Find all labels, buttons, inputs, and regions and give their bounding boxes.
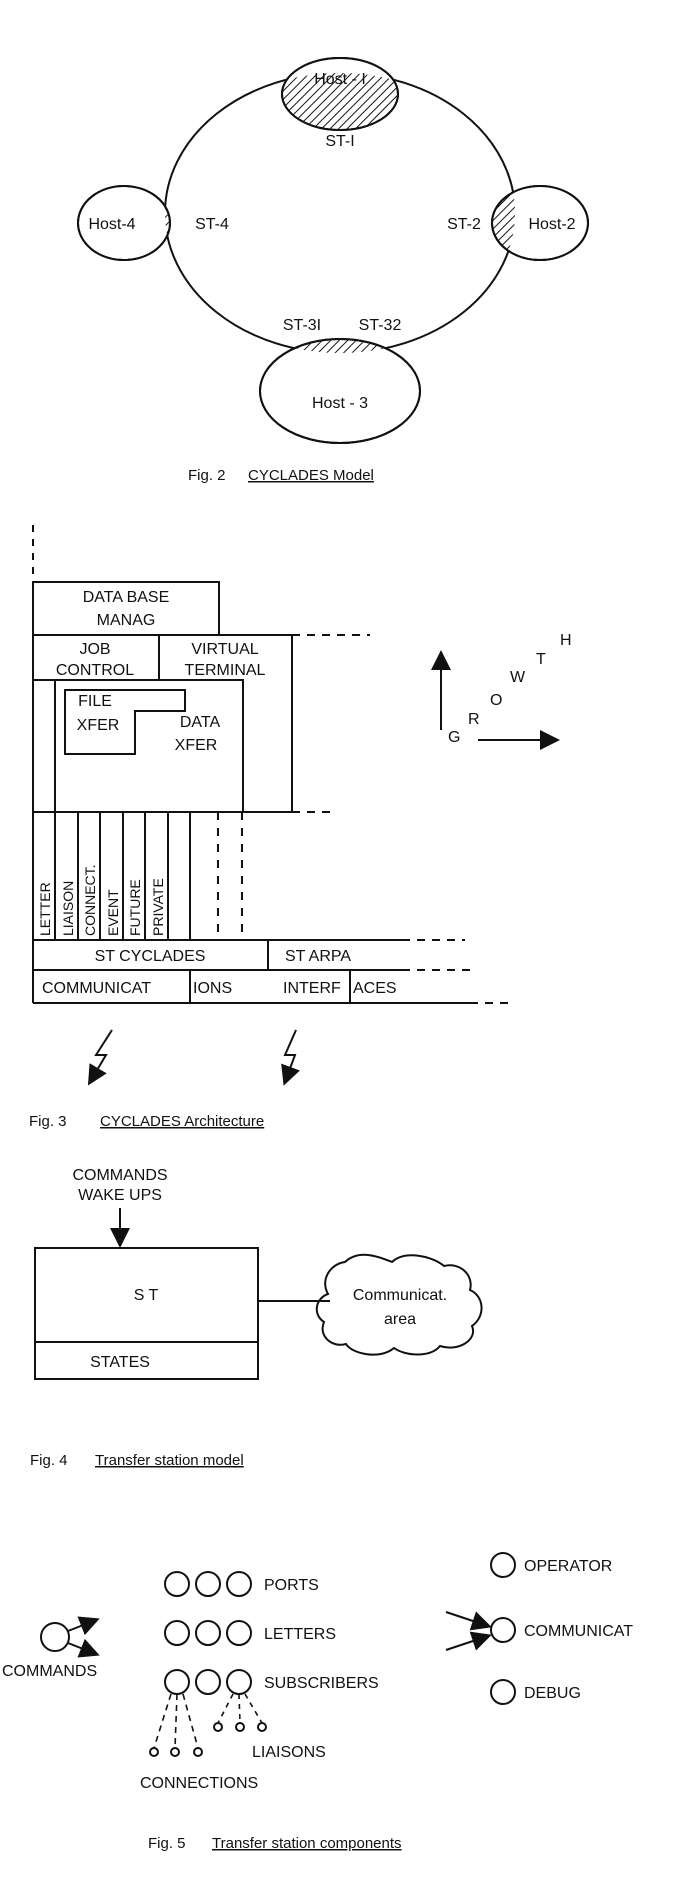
communication-area-line2: area [384,1311,416,1328]
liaison-circle [257,1722,267,1732]
port-circle [195,1571,221,1597]
subscriber-circle [195,1669,221,1695]
fig2-caption-title: CYCLADES Model [248,467,374,484]
connection-circle [149,1747,159,1757]
file-xfer-line1: FILE [78,693,112,710]
fig4-station-model: COMMANDS WAKE UPS S T STATES Communicat.… [30,1167,483,1469]
communicat-label: COMMUNICAT [524,1623,633,1640]
host-1-label: Host - I [314,71,366,88]
fig3-caption-title: CYCLADES Architecture [100,1113,264,1130]
growth-w: W [510,669,526,686]
vertical-future: FUTURE [127,879,143,936]
data-xfer-line2: XFER [175,737,218,754]
fig3-caption-num: Fig. 3 [29,1113,67,1130]
comm-label-d: ACES [353,980,397,997]
vertical-private: PRIVATE [150,878,166,936]
virtual-terminal-line1: VIRTUAL [191,641,258,658]
growth-g: G [448,729,460,746]
connection-circle [170,1747,180,1757]
st-box [34,1247,259,1380]
host-4-label: Host-4 [88,216,135,233]
liaison-circle [213,1722,223,1732]
job-control-line2: CONTROL [56,662,134,679]
comm-label-b: IONS [193,980,232,997]
fig5-caption-num: Fig. 5 [148,1835,186,1852]
host-3-label: Host - 3 [312,395,368,412]
fig4-wakeups: WAKE UPS [78,1187,162,1204]
fig5-station-components: PORTS LETTERS SUBSCRIBERS CONNECTIONS LI… [2,1552,633,1852]
communication-area-cloud [315,1253,483,1356]
communicat-circle [490,1617,516,1643]
vertical-liaison: LIAISON [60,881,76,936]
st-31-label: ST-3I [283,317,321,334]
host-1-hatch [282,73,398,130]
vertical-event: EVENT [105,889,121,936]
debug-circle [490,1679,516,1705]
data-base-line2: MANAG [97,612,156,629]
liaisons-label: LIAISONS [252,1744,326,1761]
letters-label: LETTERS [264,1626,336,1643]
connections-label: CONNECTIONS [140,1775,258,1792]
communication-area-line1: Communicat. [353,1287,447,1304]
data-base-line1: DATA BASE [83,589,170,606]
letter-circle [195,1620,221,1646]
operator-label: OPERATOR [524,1558,612,1575]
growth-t: T [536,651,546,668]
subscriber-circle [226,1669,252,1695]
operator-circle [490,1552,516,1578]
growth-r: R [468,711,480,728]
comm-label-a: COMMUNICAT [42,980,151,997]
vertical-connect: CONNECT. [82,864,98,936]
vertical-letter: LETTER [37,882,53,936]
lightning-left [87,1029,113,1086]
fig2-model: Host - I ST-I Host-4 ST-4 Host-2 ST-2 Ho… [77,57,589,484]
subscriber-circle [164,1669,190,1695]
file-xfer-line2: XFER [77,717,120,734]
host-2-label: Host-2 [528,216,575,233]
port-circle [164,1571,190,1597]
connection-circle [193,1747,203,1757]
debug-label: DEBUG [524,1685,581,1702]
subscribers-label: SUBSCRIBERS [264,1675,379,1692]
st-32-label: ST-32 [359,317,402,334]
fig4-commands: COMMANDS [72,1167,167,1184]
job-control-line1: JOB [79,641,110,658]
fig3-architecture: DATA BASE MANAG JOB CONTROL VIRTUAL TERM… [29,525,572,1130]
growth-o: O [490,692,502,709]
st-arpa-label: ST ARPA [285,948,351,965]
st-cyclades-label: ST CYCLADES [95,948,206,965]
lightning-right [281,1029,300,1086]
commands-circle [40,1622,70,1652]
states-label: STATES [90,1354,150,1371]
virtual-terminal-line2: TERMINAL [185,662,266,679]
fig4-caption-num: Fig. 4 [30,1452,68,1469]
st-2-label: ST-2 [447,216,481,233]
ports-label: PORTS [264,1577,319,1594]
letter-circle [164,1620,190,1646]
port-circle [226,1571,252,1597]
fig4-caption-title: Transfer station model [95,1452,244,1469]
st-1-label: ST-I [325,133,354,150]
fig5-commands-label: COMMANDS [2,1663,97,1680]
st-4-label: ST-4 [195,216,229,233]
data-xfer-line1: DATA [180,714,221,731]
fig2-caption-num: Fig. 2 [188,467,226,484]
letter-circle [226,1620,252,1646]
growth-h: H [560,632,572,649]
comm-label-c: INTERF [283,980,341,997]
fig5-caption-title: Transfer station components [212,1835,402,1852]
liaison-circle [235,1722,245,1732]
st-box-label: S T [134,1287,159,1304]
